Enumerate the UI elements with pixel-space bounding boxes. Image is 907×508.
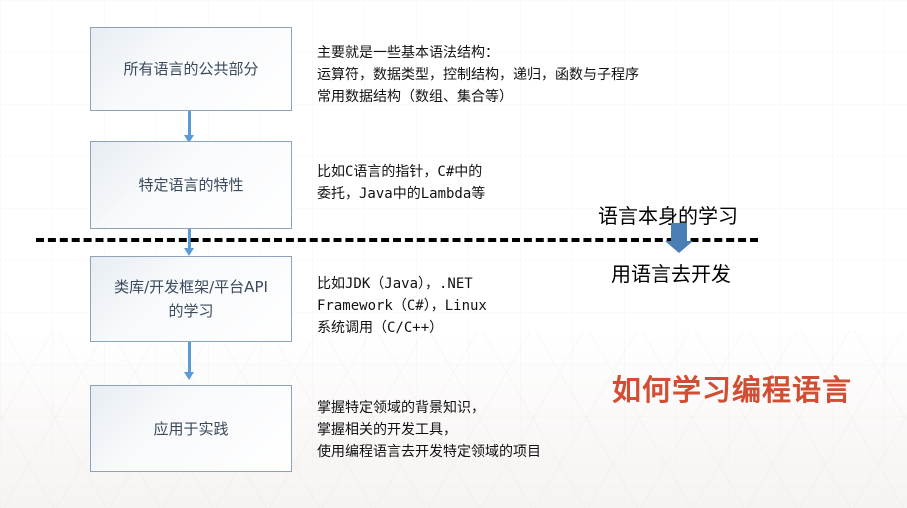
description-line: 运算符，数据类型，控制结构，递归，函数与子程序	[317, 67, 639, 83]
description-line: Framework（C#），Linux	[317, 298, 487, 314]
flow-box-label: 所有语言的公共部分	[123, 60, 259, 78]
description-line: 掌握相关的开发工具，	[317, 422, 457, 438]
flow-box-common-parts: 所有语言的公共部分	[90, 27, 292, 111]
description-line: 掌握特定领域的背景知识，	[317, 400, 485, 416]
flow-description-libraries-frameworks: 比如JDK（Java），.NET Framework（C#），Linux 系统调…	[317, 273, 487, 339]
slide-title: 如何学习编程语言	[612, 373, 853, 407]
flow-box-practice: 应用于实践	[90, 385, 292, 472]
transition-arrow-down-icon	[665, 223, 693, 253]
flow-box-label: 特定语言的特性	[138, 176, 244, 194]
dashed-divider	[36, 238, 758, 242]
description-line: 系统调用（C/C++）	[317, 320, 444, 336]
description-line: 主要就是一些基本语法结构：	[317, 45, 499, 61]
flow-box-label: 类库/开发框架/平台API	[114, 278, 268, 296]
flow-arrow-down-icon	[184, 111, 194, 143]
label-develop-with-language: 用语言去开发	[611, 262, 731, 286]
flow-box-language-features: 特定语言的特性	[90, 141, 292, 229]
description-line: 使用编程语言去开发特定领域的项目	[317, 444, 541, 460]
flow-description-language-features: 比如C语言的指针，C#中的 委托，Java中的Lambda等	[317, 161, 485, 205]
label-language-itself: 语言本身的学习	[598, 204, 738, 228]
flow-box-label: 应用于实践	[153, 419, 229, 438]
flow-description-common-parts: 主要就是一些基本语法结构： 运算符，数据类型，控制结构，递归，函数与子程序 常用…	[317, 42, 639, 108]
flow-box-label: 的学习	[168, 302, 214, 320]
description-line: 比如C语言的指针，C#中的	[317, 164, 483, 180]
flow-arrow-down-icon	[184, 342, 194, 380]
description-line: 委托，Java中的Lambda等	[317, 186, 486, 202]
description-line: 常用数据结构（数组、集合等）	[317, 89, 513, 105]
flow-description-practice: 掌握特定领域的背景知识， 掌握相关的开发工具， 使用编程语言去开发特定领域的项目	[317, 397, 541, 463]
flow-box-libraries-frameworks: 类库/开发框架/平台API 的学习	[90, 256, 292, 342]
description-line: 比如JDK（Java），.NET	[317, 276, 473, 292]
